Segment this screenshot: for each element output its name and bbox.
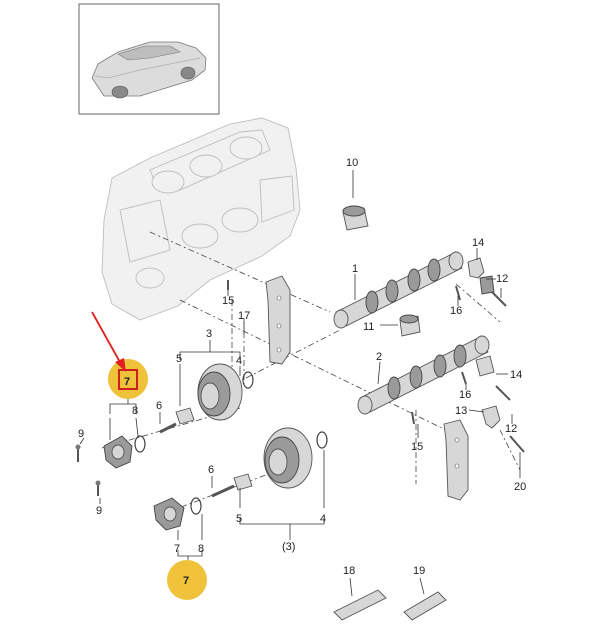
chain-rail-lower[interactable] <box>443 419 469 501</box>
part-13-sensor[interactable] <box>481 405 501 429</box>
seal-ring-lower[interactable] <box>316 431 328 449</box>
label-15-upper[interactable]: 15 <box>222 295 234 307</box>
label-9-upper[interactable]: 9 <box>78 428 84 440</box>
nut-upper[interactable] <box>175 407 195 425</box>
part-8-seal-upper[interactable] <box>134 435 146 453</box>
part-14-bracket-upper[interactable] <box>467 257 495 295</box>
camshaft-intake[interactable] <box>333 251 464 329</box>
bolt-6-lower[interactable] <box>211 484 235 498</box>
position-labels: 10 1 2 11 14 12 16 14 16 13 12 20 15 15 … <box>78 157 526 587</box>
label-19[interactable]: 19 <box>413 565 425 577</box>
label-5-upper[interactable]: 5 <box>176 353 182 365</box>
label-16-upper[interactable]: 16 <box>450 305 462 317</box>
nut-lower[interactable] <box>233 473 253 491</box>
chain-rail-upper[interactable] <box>265 275 291 365</box>
label-8-upper[interactable]: 8 <box>132 405 138 417</box>
label-12-upper[interactable]: 12 <box>496 273 508 285</box>
part-10-bushing[interactable] <box>342 205 369 231</box>
label-14-upper[interactable]: 14 <box>472 237 484 249</box>
label-6-upper[interactable]: 6 <box>156 400 162 412</box>
vehicle-thumbnail[interactable] <box>78 3 220 115</box>
label-13[interactable]: 13 <box>455 405 467 417</box>
part-8-seal-lower[interactable] <box>190 497 202 515</box>
highlight-circle-lower <box>167 560 207 600</box>
label-12-lower[interactable]: 12 <box>505 423 517 435</box>
label-10[interactable]: 10 <box>346 157 358 169</box>
label-8-lower[interactable]: 8 <box>198 543 204 555</box>
label-7-lower[interactable]: 7 <box>183 575 189 587</box>
pointer-arrow-icon <box>91 311 126 372</box>
car-icon <box>91 41 207 99</box>
label-4-lower[interactable]: 4 <box>320 513 326 525</box>
seal-ring-upper[interactable] <box>242 371 254 389</box>
label-11[interactable]: 11 <box>363 321 374 333</box>
label-6-lower[interactable]: 6 <box>208 464 214 476</box>
label-7-upper[interactable]: 7 <box>124 376 130 388</box>
small-bolts[interactable] <box>227 280 525 453</box>
label-15-lower[interactable]: 15 <box>411 441 423 453</box>
label-20[interactable]: 20 <box>514 481 526 493</box>
label-16-lower[interactable]: 16 <box>459 389 471 401</box>
part-9-screws[interactable] <box>75 444 101 497</box>
part-19-tube[interactable] <box>403 591 447 621</box>
label-17[interactable]: 17 <box>238 310 250 322</box>
label-9-lower[interactable]: 9 <box>96 505 102 517</box>
camshaft-adjuster-lower[interactable] <box>263 427 313 489</box>
camshaft-exhaust[interactable] <box>357 335 490 415</box>
label-2[interactable]: 2 <box>376 351 382 363</box>
part-11-bushing[interactable] <box>399 314 421 337</box>
label-18[interactable]: 18 <box>343 565 355 577</box>
label-4-upper[interactable]: 4 <box>236 355 242 367</box>
label-1[interactable]: 1 <box>352 263 358 275</box>
part-14-bracket-lower[interactable] <box>475 355 495 377</box>
part-7-solenoid-lower[interactable] <box>153 497 185 531</box>
label-5-lower[interactable]: 5 <box>236 513 242 525</box>
cylinder-head-ghost <box>101 117 301 321</box>
label-3-ref[interactable]: (3) <box>282 541 295 553</box>
highlight-box <box>118 369 138 390</box>
part-18-tube[interactable] <box>333 589 387 621</box>
label-7-lower-ref[interactable]: 7 <box>174 543 180 555</box>
label-3[interactable]: 3 <box>206 328 212 340</box>
label-14-lower[interactable]: 14 <box>510 369 522 381</box>
bolt-6-upper[interactable] <box>159 422 177 434</box>
part-7-solenoid-upper[interactable] <box>103 435 133 469</box>
camshaft-adjuster-upper[interactable] <box>197 363 243 421</box>
